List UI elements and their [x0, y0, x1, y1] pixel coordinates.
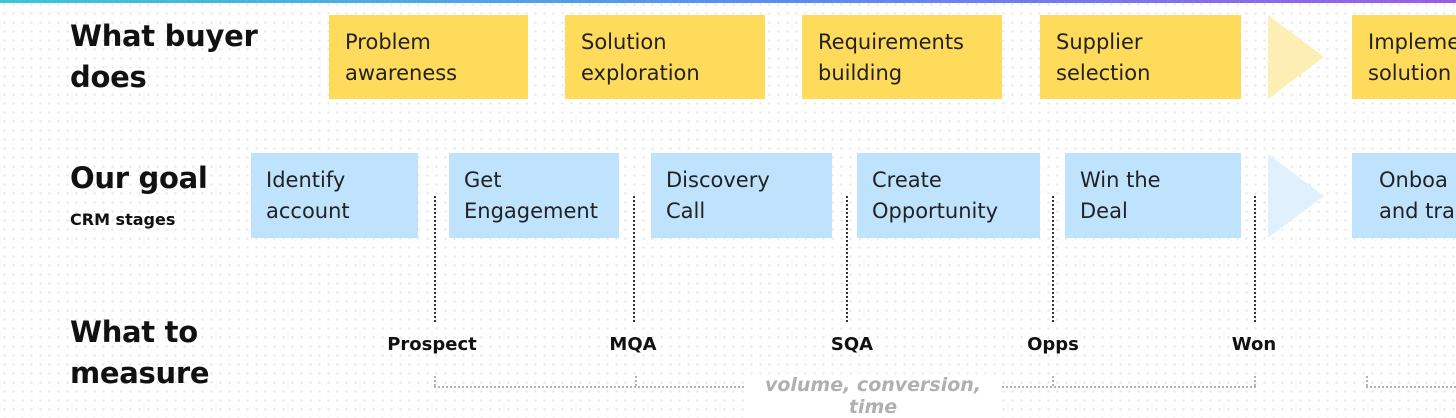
stage-divider: [846, 196, 848, 322]
buyer-step-note[interactable]: Solution exploration: [565, 15, 765, 99]
stage-label-won: Won: [1231, 334, 1277, 355]
stage-divider: [1052, 196, 1054, 322]
row-label-measure: What to measure: [70, 315, 210, 390]
buyer-step-note[interactable]: Problem awareness: [329, 15, 528, 99]
goal-arrow-icon: [1268, 154, 1324, 238]
goal-step-note[interactable]: Discovery Call: [651, 153, 832, 238]
goal-step-note[interactable]: Create Opportunity: [857, 153, 1040, 238]
goal-step-note[interactable]: Onboa and tra: [1352, 153, 1456, 238]
measure-bracket-tick: [1366, 376, 1368, 386]
measure-bracket-tick: [1254, 376, 1256, 386]
stage-label-opps: Opps: [1027, 334, 1079, 355]
goal-step-note[interactable]: Get Engagement: [449, 153, 619, 238]
stage-divider: [1254, 196, 1256, 322]
measure-note: volume, conversion, time: [746, 374, 1000, 418]
row-label-goal: Our goal: [70, 161, 208, 195]
measure-bracket-tick: [635, 376, 637, 386]
goal-step-note[interactable]: Win the Deal: [1065, 153, 1241, 238]
measure-bracket-tick: [434, 376, 436, 386]
row-label-buyer: What buyer does: [70, 19, 258, 94]
buyer-step-note[interactable]: Requirements building: [802, 15, 1002, 99]
measure-bracket-next: [1366, 386, 1456, 388]
measure-bracket-tick: [1052, 376, 1054, 386]
buyer-arrow-icon: [1268, 15, 1324, 99]
goal-step-note[interactable]: Identify account: [251, 153, 418, 238]
stage-label-mqa: MQA: [609, 334, 657, 355]
stage-divider: [434, 196, 436, 322]
stage-label-prospect: Prospect: [387, 334, 477, 355]
buyer-step-note[interactable]: Impleme solution: [1352, 15, 1456, 99]
stage-divider: [633, 196, 635, 322]
stage-label-sqa: SQA: [830, 334, 874, 355]
row-sublabel-crm-stages: CRM stages: [70, 210, 176, 229]
top-accent-bar: [0, 0, 1456, 3]
buyer-step-note[interactable]: Supplier selection: [1040, 15, 1241, 99]
